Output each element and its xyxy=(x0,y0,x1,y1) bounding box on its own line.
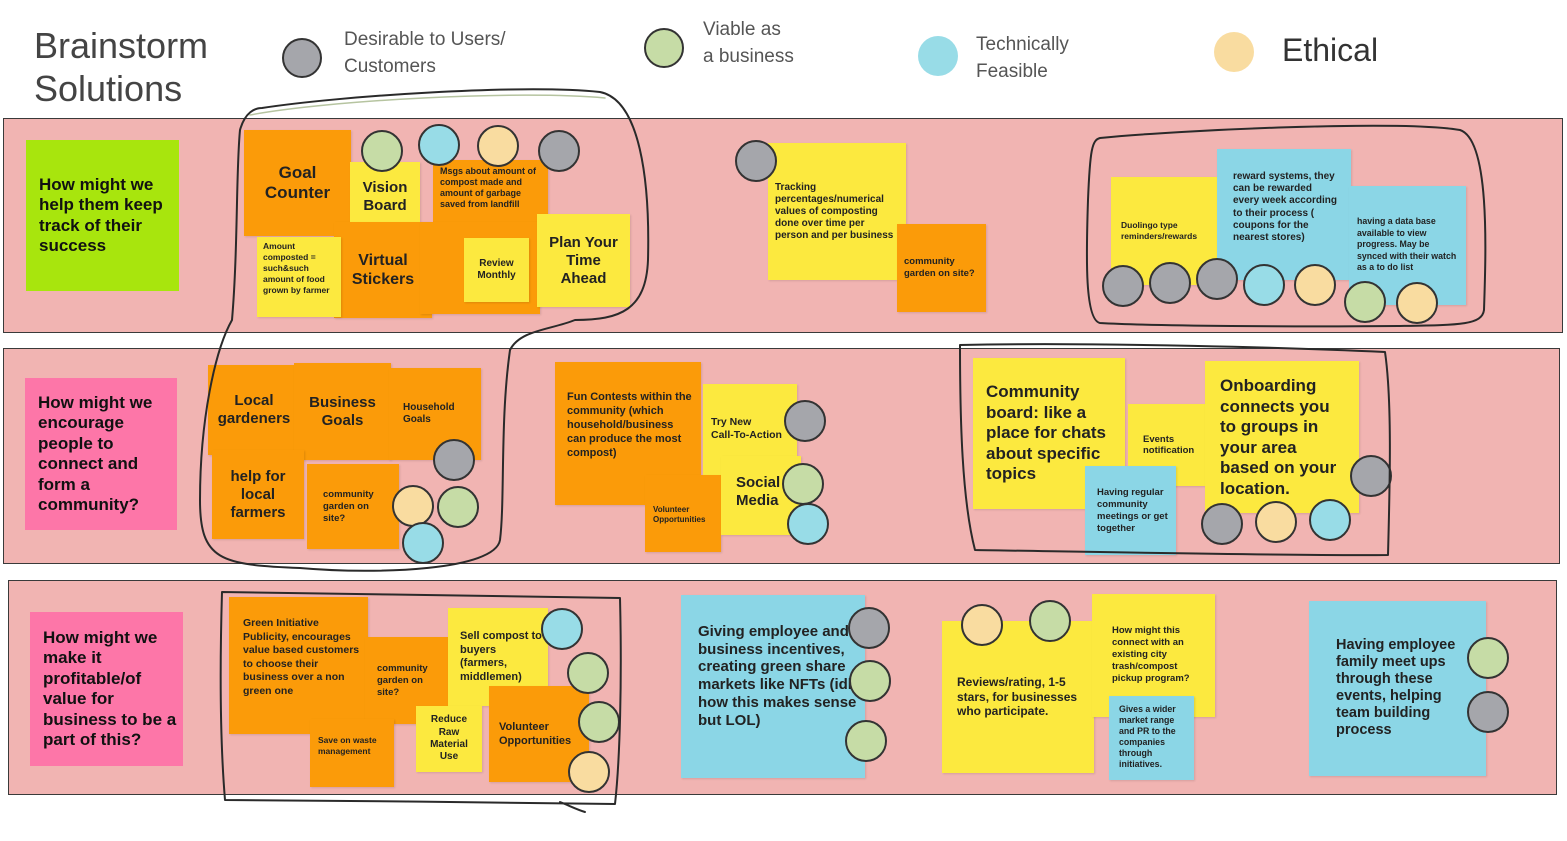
vote-dot-viable xyxy=(1029,600,1071,642)
legend-label-desirable: Desirable to Users/ Customers xyxy=(344,29,506,77)
sticky-virtual-stickers: Virtual Stickers xyxy=(334,222,432,318)
legend-label-ethical: Ethical xyxy=(1282,32,1379,68)
vote-dot-ethical xyxy=(477,125,519,167)
vote-dot-desirable xyxy=(1102,265,1144,307)
sticky-reviews: Reviews/rating, 1-5 stars, for businesse… xyxy=(942,621,1094,773)
sticky-local-gardeners: Local gardeners xyxy=(208,365,300,455)
legend-label-feasible: Technically Feasible xyxy=(976,34,1069,82)
sticky-review-monthly: Review Monthly xyxy=(464,238,529,302)
vote-dot-viable xyxy=(845,720,887,762)
vote-dot-feasible xyxy=(1243,264,1285,306)
hmw-track-success: How might we help them keep track of the… xyxy=(26,140,179,291)
vote-dot-viable xyxy=(1344,281,1386,323)
vote-dot-feasible xyxy=(402,522,444,564)
vote-dot-ethical xyxy=(1255,501,1297,543)
vote-dot-desirable xyxy=(735,140,777,182)
vote-dot-desirable xyxy=(1196,258,1238,300)
outline-group-1-ghost xyxy=(249,94,606,116)
vote-dot-feasible xyxy=(418,124,460,166)
legend-dot-ethical xyxy=(1214,32,1254,72)
sticky-vision-board: Vision Board xyxy=(350,162,420,231)
sticky-business-goals: Business Goals xyxy=(294,363,391,460)
vote-dot-ethical xyxy=(1294,264,1336,306)
vote-dot-desirable xyxy=(1201,503,1243,545)
vote-dot-viable xyxy=(1467,637,1509,679)
vote-dot-ethical xyxy=(568,751,610,793)
sticky-volunteer-1: Volunteer Opportunities xyxy=(645,475,721,552)
vote-dot-feasible xyxy=(787,503,829,545)
vote-dot-ethical xyxy=(961,604,1003,646)
hmw-community: How might we encourage people to connect… xyxy=(25,378,177,530)
vote-dot-feasible xyxy=(541,608,583,650)
vote-dot-desirable xyxy=(433,439,475,481)
vote-dot-viable xyxy=(437,486,479,528)
legend-dot-viable xyxy=(644,28,684,68)
sticky-wider-market: Gives a wider market range and PR to the… xyxy=(1109,696,1194,780)
vote-dot-desirable xyxy=(1350,455,1392,497)
legend-label-viable: Viable as a business xyxy=(703,19,794,67)
sticky-plan-ahead: Plan Your Time Ahead xyxy=(537,214,630,307)
vote-dot-ethical xyxy=(1396,282,1438,324)
sticky-community-garden-1: community garden on site? xyxy=(897,224,986,312)
sticky-regular-meetings: Having regular community meetings or get… xyxy=(1085,466,1176,555)
legend-dot-desirable xyxy=(282,38,322,78)
vote-dot-viable xyxy=(578,701,620,743)
vote-dot-viable xyxy=(849,660,891,702)
outline-tail xyxy=(559,801,586,813)
sticky-green-initiative: Green Initiative Publicity, encourages v… xyxy=(229,597,368,734)
vote-dot-viable xyxy=(567,652,609,694)
vote-dot-feasible xyxy=(1309,499,1351,541)
vote-dot-desirable xyxy=(538,130,580,172)
sticky-reward-systems: reward systems, they can be rewarded eve… xyxy=(1217,149,1351,280)
sticky-amount-composted: Amount composted = such&such amount of f… xyxy=(257,237,341,317)
vote-dot-ethical xyxy=(392,485,434,527)
legend-dot-feasible xyxy=(918,36,958,76)
vote-dot-desirable xyxy=(1467,691,1509,733)
vote-dot-desirable xyxy=(848,607,890,649)
sticky-onboarding: Onboarding connects you to groups in you… xyxy=(1205,361,1359,513)
board-title: Brainstorm Solutions xyxy=(34,25,209,109)
sticky-employee-incentives: Giving employee and business incentives,… xyxy=(681,595,865,778)
sticky-family-meetups: Having employee family meet ups through … xyxy=(1309,601,1486,776)
sticky-goal-counter: Goal Counter xyxy=(244,130,351,236)
sticky-tracking: Tracking percentages/numerical values of… xyxy=(768,143,906,280)
vote-dot-desirable xyxy=(784,400,826,442)
vote-dot-desirable xyxy=(1149,262,1191,304)
vote-dot-viable xyxy=(361,130,403,172)
hmw-profitable: How might we make it profitable/of value… xyxy=(30,612,183,766)
vote-dot-viable xyxy=(782,463,824,505)
sticky-save-waste: Save on waste management xyxy=(310,719,394,787)
sticky-community-garden-2: community garden on site? xyxy=(307,464,399,549)
sticky-help-farmers: help for local farmers xyxy=(212,450,304,539)
sticky-reduce-raw: Reduce Raw Material Use xyxy=(416,706,482,772)
